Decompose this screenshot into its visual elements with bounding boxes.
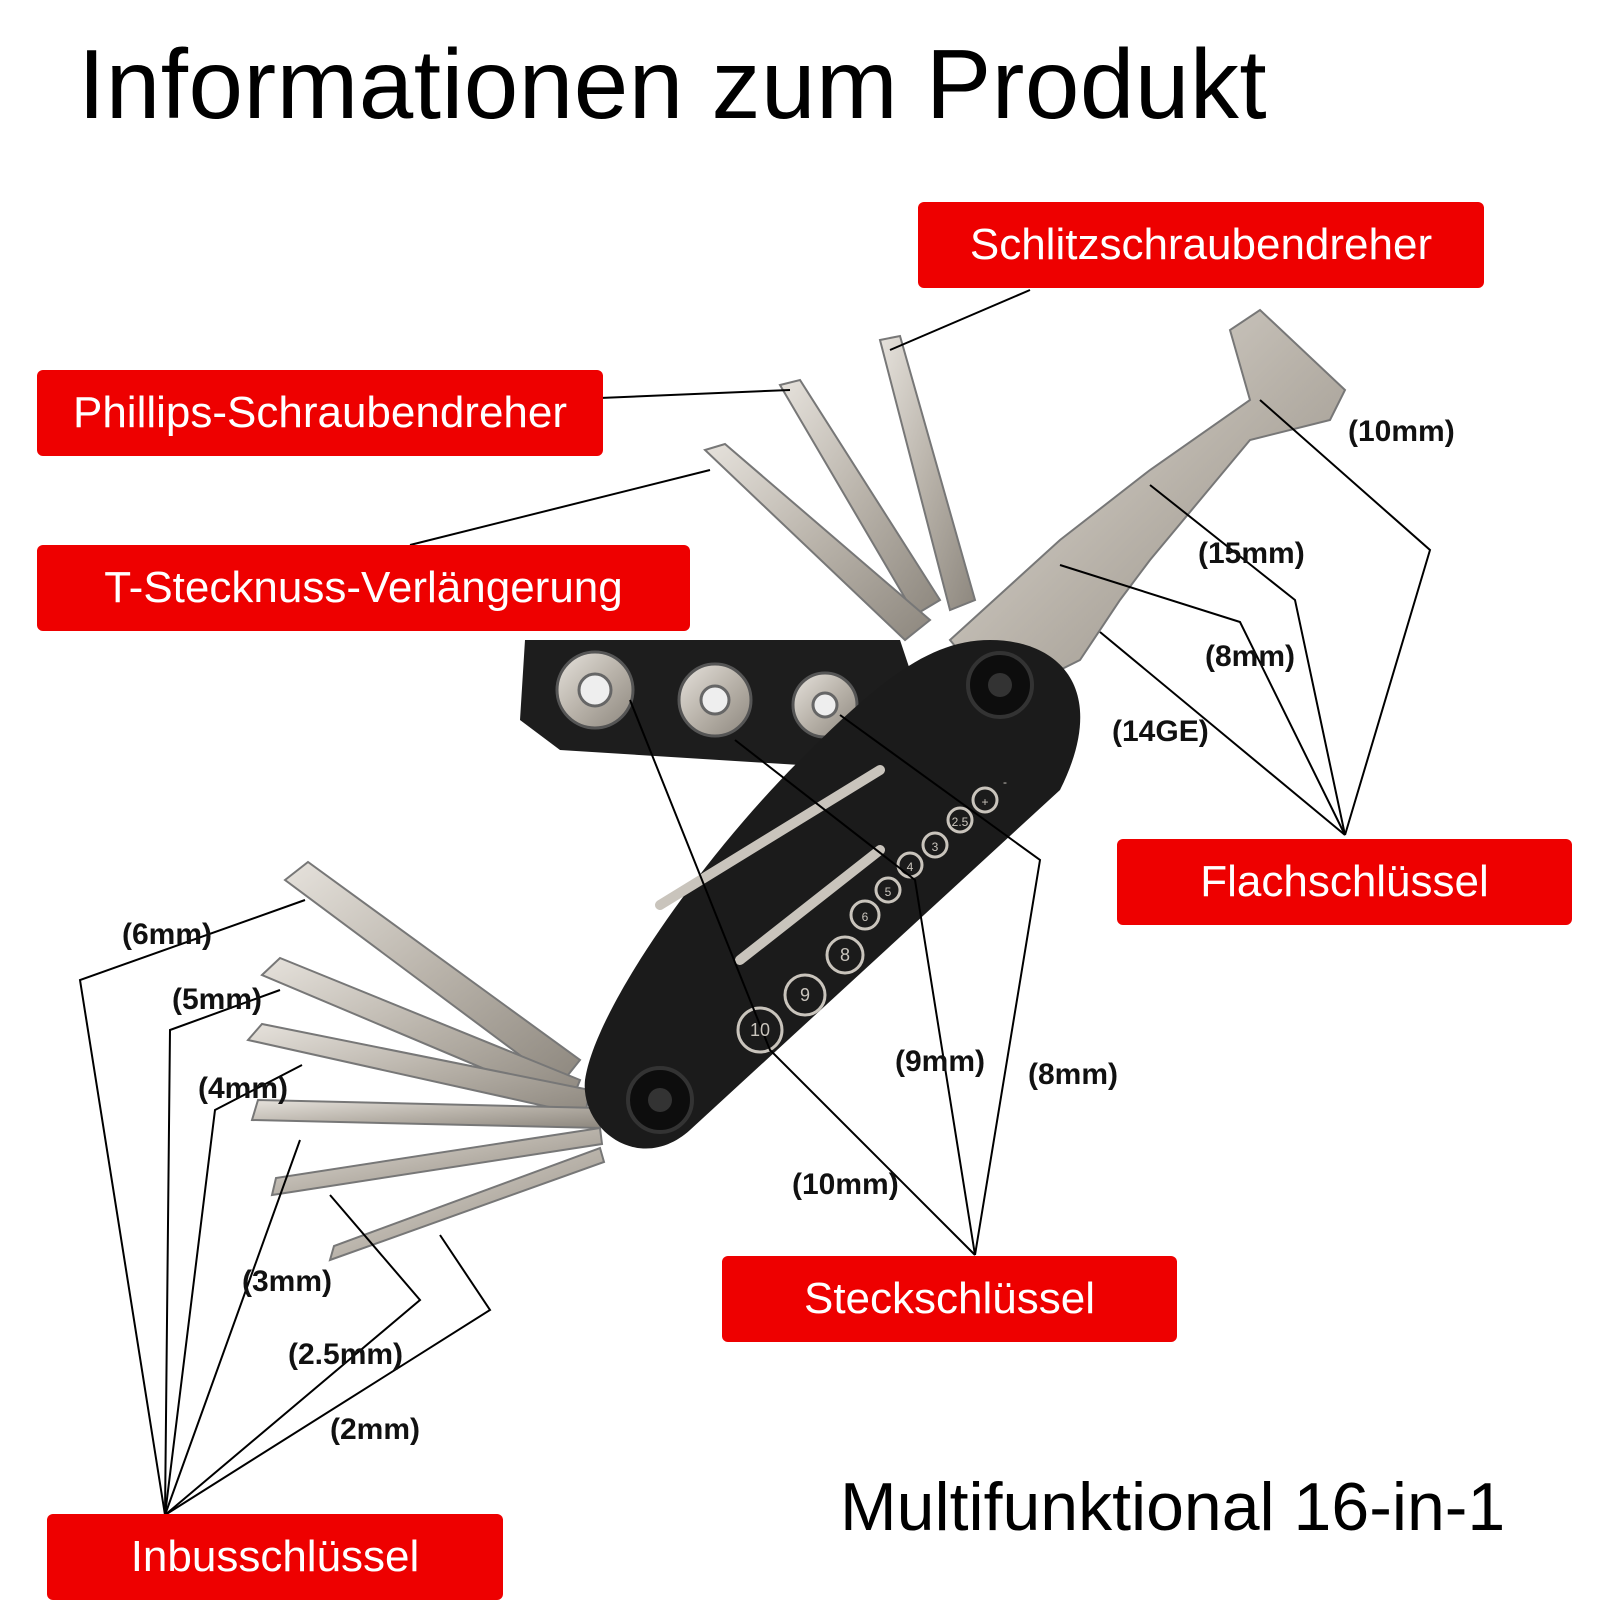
product-subtitle: Multifunktional 16-in-1 (840, 1469, 1506, 1545)
label-socket-wrench: Steckschlüssel (722, 1256, 1177, 1342)
socket-size-label: (8mm) (1028, 1058, 1119, 1091)
label-flat-wrench: Flachschlüssel (1117, 839, 1572, 925)
socket-tray (520, 640, 920, 770)
screwdriver-bits (703, 334, 977, 642)
body-size-mark: 6 (862, 910, 869, 924)
socket-size-label: (10mm) (792, 1168, 899, 1201)
body-size-mark: - (1003, 775, 1007, 789)
body-size-mark: 10 (750, 1020, 770, 1040)
flat-wrench-size-label: (14GE) (1112, 715, 1209, 748)
flat-wrench-size-label: (15mm) (1198, 537, 1305, 570)
body-size-mark: 9 (800, 985, 810, 1005)
hex-keys (246, 860, 606, 1262)
flat-wrench-plate (948, 308, 1347, 702)
flat-wrench-size-label: (10mm) (1348, 415, 1455, 448)
tool-body (584, 640, 1081, 1149)
body-size-mark: 5 (885, 885, 892, 899)
label-phillips-screwdriver: Phillips-Schraubendreher (37, 370, 603, 456)
hex-size-label: (5mm) (172, 983, 263, 1016)
hex-size-label: (2mm) (330, 1413, 421, 1446)
flat-wrench-size-label: (8mm) (1205, 640, 1296, 673)
body-size-mark: + (981, 795, 988, 809)
hex-size-label: (2.5mm) (288, 1338, 404, 1371)
hex-size-label: (3mm) (242, 1265, 333, 1298)
leader-lines (78, 289, 1432, 1516)
label-hex-key: Inbusschlüssel (47, 1514, 503, 1600)
label-t-socket-extension: T-Stecknuss-Verlängerung (37, 545, 690, 631)
hex-size-label: (6mm) (122, 918, 213, 951)
body-size-mark: 2.5 (952, 815, 969, 829)
label-slotted-screwdriver: Schlitzschraubendreher (918, 202, 1484, 288)
body-size-mark: 8 (840, 945, 850, 965)
page-title: Informationen zum Produkt (78, 29, 1268, 139)
hex-size-label: (4mm) (198, 1072, 289, 1105)
body-size-mark: 4 (907, 860, 914, 874)
body-size-mark: 3 (932, 840, 939, 854)
socket-size-label: (9mm) (895, 1045, 986, 1078)
